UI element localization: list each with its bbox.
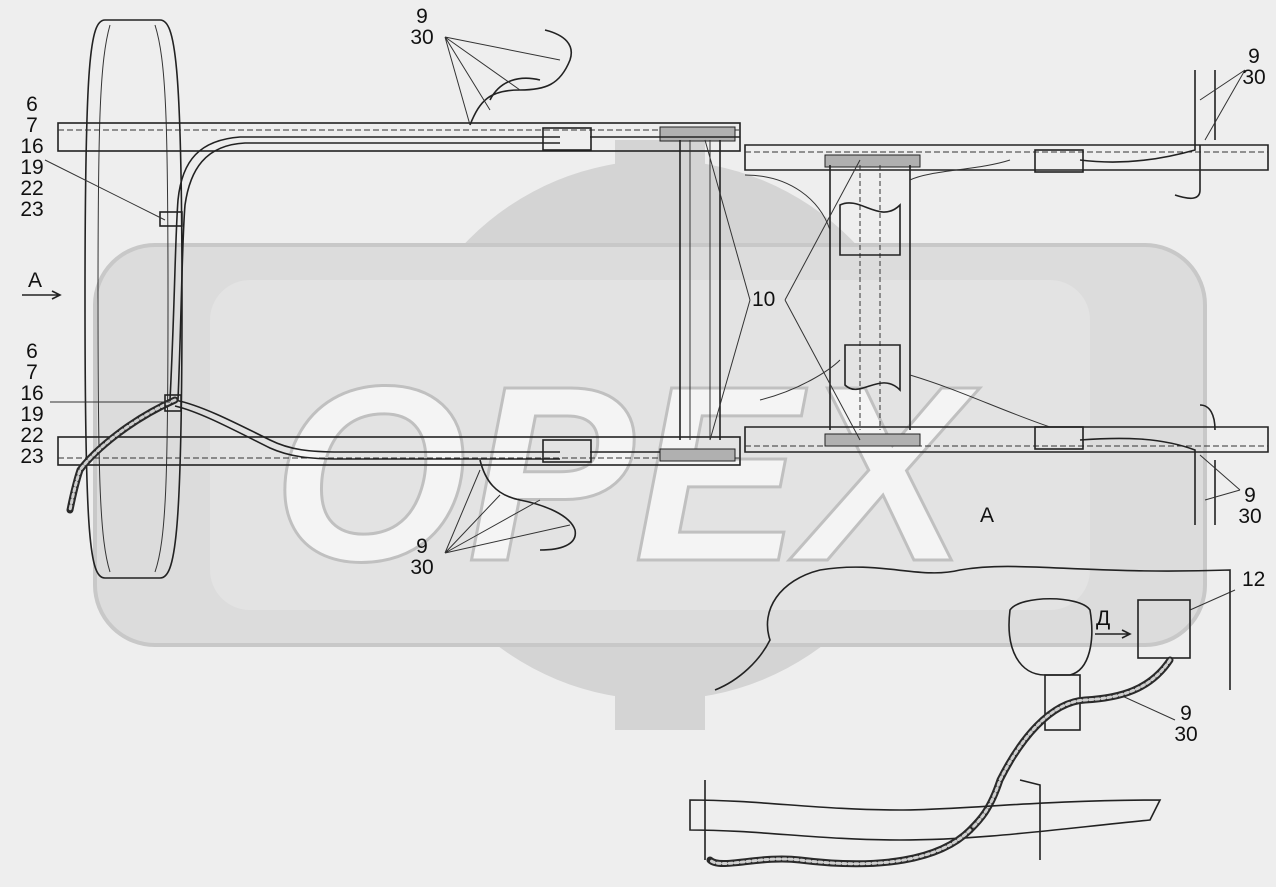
label-19: 19 — [20, 156, 44, 179]
brake-pipes — [169, 136, 1196, 460]
label-group-bottom-left: 6 7 16 19 22 23 — [18, 341, 46, 467]
label-7: 7 — [26, 361, 38, 384]
label-9: 9 — [416, 5, 428, 28]
label-16: 16 — [20, 135, 44, 158]
hoses-top-center — [469, 29, 572, 126]
view-a-right-label: А — [980, 504, 995, 527]
label-6: 6 — [26, 340, 38, 363]
label-30: 30 — [1238, 505, 1262, 528]
leader-lines — [22, 36, 1246, 721]
label-pair-top-right: 9 30 — [1240, 46, 1268, 88]
label-9: 9 — [1180, 702, 1192, 725]
view-d-label: Д — [1096, 607, 1111, 630]
label-pair-bottom-center: 9 30 — [408, 536, 436, 578]
label-30: 30 — [1242, 66, 1266, 89]
label-7: 7 — [26, 114, 38, 137]
front-wheel — [84, 19, 183, 579]
watermark-text: ОРЕХ — [273, 334, 981, 613]
label-9: 9 — [1244, 484, 1256, 507]
label-group-top-left: 6 7 16 19 22 23 — [18, 94, 46, 220]
hoses-bottom-center — [479, 459, 576, 551]
label-22: 22 — [20, 424, 44, 447]
label-6: 6 — [26, 93, 38, 116]
cross-members — [679, 140, 1051, 440]
detail-view-d — [689, 565, 1231, 868]
label-pair-detail: 9 30 — [1172, 703, 1200, 745]
label-23: 23 — [20, 198, 44, 221]
ref-12-label: 12 — [1242, 568, 1266, 591]
valves — [159, 127, 1084, 463]
label-30: 30 — [410, 26, 434, 49]
label-pair-bottom-right: 9 30 — [1236, 485, 1264, 527]
label-22: 22 — [20, 177, 44, 200]
ref-10-label: 10 — [752, 288, 776, 311]
label-16: 16 — [20, 382, 44, 405]
label-19: 19 — [20, 403, 44, 426]
label-30: 30 — [1174, 723, 1198, 746]
corrugated-hose-left — [66, 396, 179, 514]
view-a-left-label: А — [28, 269, 43, 292]
label-9: 9 — [416, 535, 428, 558]
label-30: 30 — [410, 556, 434, 579]
label-9: 9 — [1248, 45, 1260, 68]
couplings-right — [1174, 70, 1216, 525]
label-pair-top-center: 9 30 — [408, 6, 436, 48]
watermark-frame — [93, 243, 1207, 647]
label-23: 23 — [20, 445, 44, 468]
